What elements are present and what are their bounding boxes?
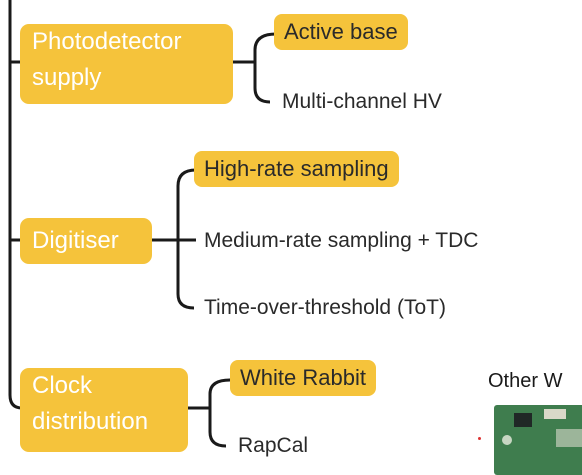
category-clock-distribution: Clock distribution — [20, 368, 188, 452]
option-white-rabbit: White Rabbit — [230, 360, 376, 396]
option-active-base: Active base — [274, 14, 408, 50]
option-medium-rate-sampling-tdc: Medium-rate sampling + TDC — [204, 229, 479, 252]
category-digitiser: Digitiser — [20, 218, 152, 264]
category-label: Clock distribution — [32, 372, 149, 435]
tree-diagram: Photodetector supply Digitiser Clock dis… — [8, 0, 582, 475]
option-time-over-threshold: Time-over-threshold (ToT) — [204, 296, 446, 319]
circuit-board-image — [494, 405, 582, 475]
category-photodetector-supply: Photodetector supply — [20, 24, 233, 104]
bracket-clock — [208, 378, 231, 448]
spine-line — [8, 0, 23, 410]
option-multi-channel-hv: Multi-channel HV — [282, 90, 442, 113]
category-label: Digitiser — [32, 227, 119, 254]
connector-lines — [8, 0, 277, 448]
option-high-rate-sampling: High-rate sampling — [194, 151, 399, 187]
bracket-photodetector — [253, 32, 277, 104]
category-label: Photodetector supply — [32, 28, 182, 91]
option-rapcal: RapCal — [238, 434, 309, 457]
side-caption: Other W — [488, 370, 563, 392]
marker-dot — [478, 437, 481, 440]
